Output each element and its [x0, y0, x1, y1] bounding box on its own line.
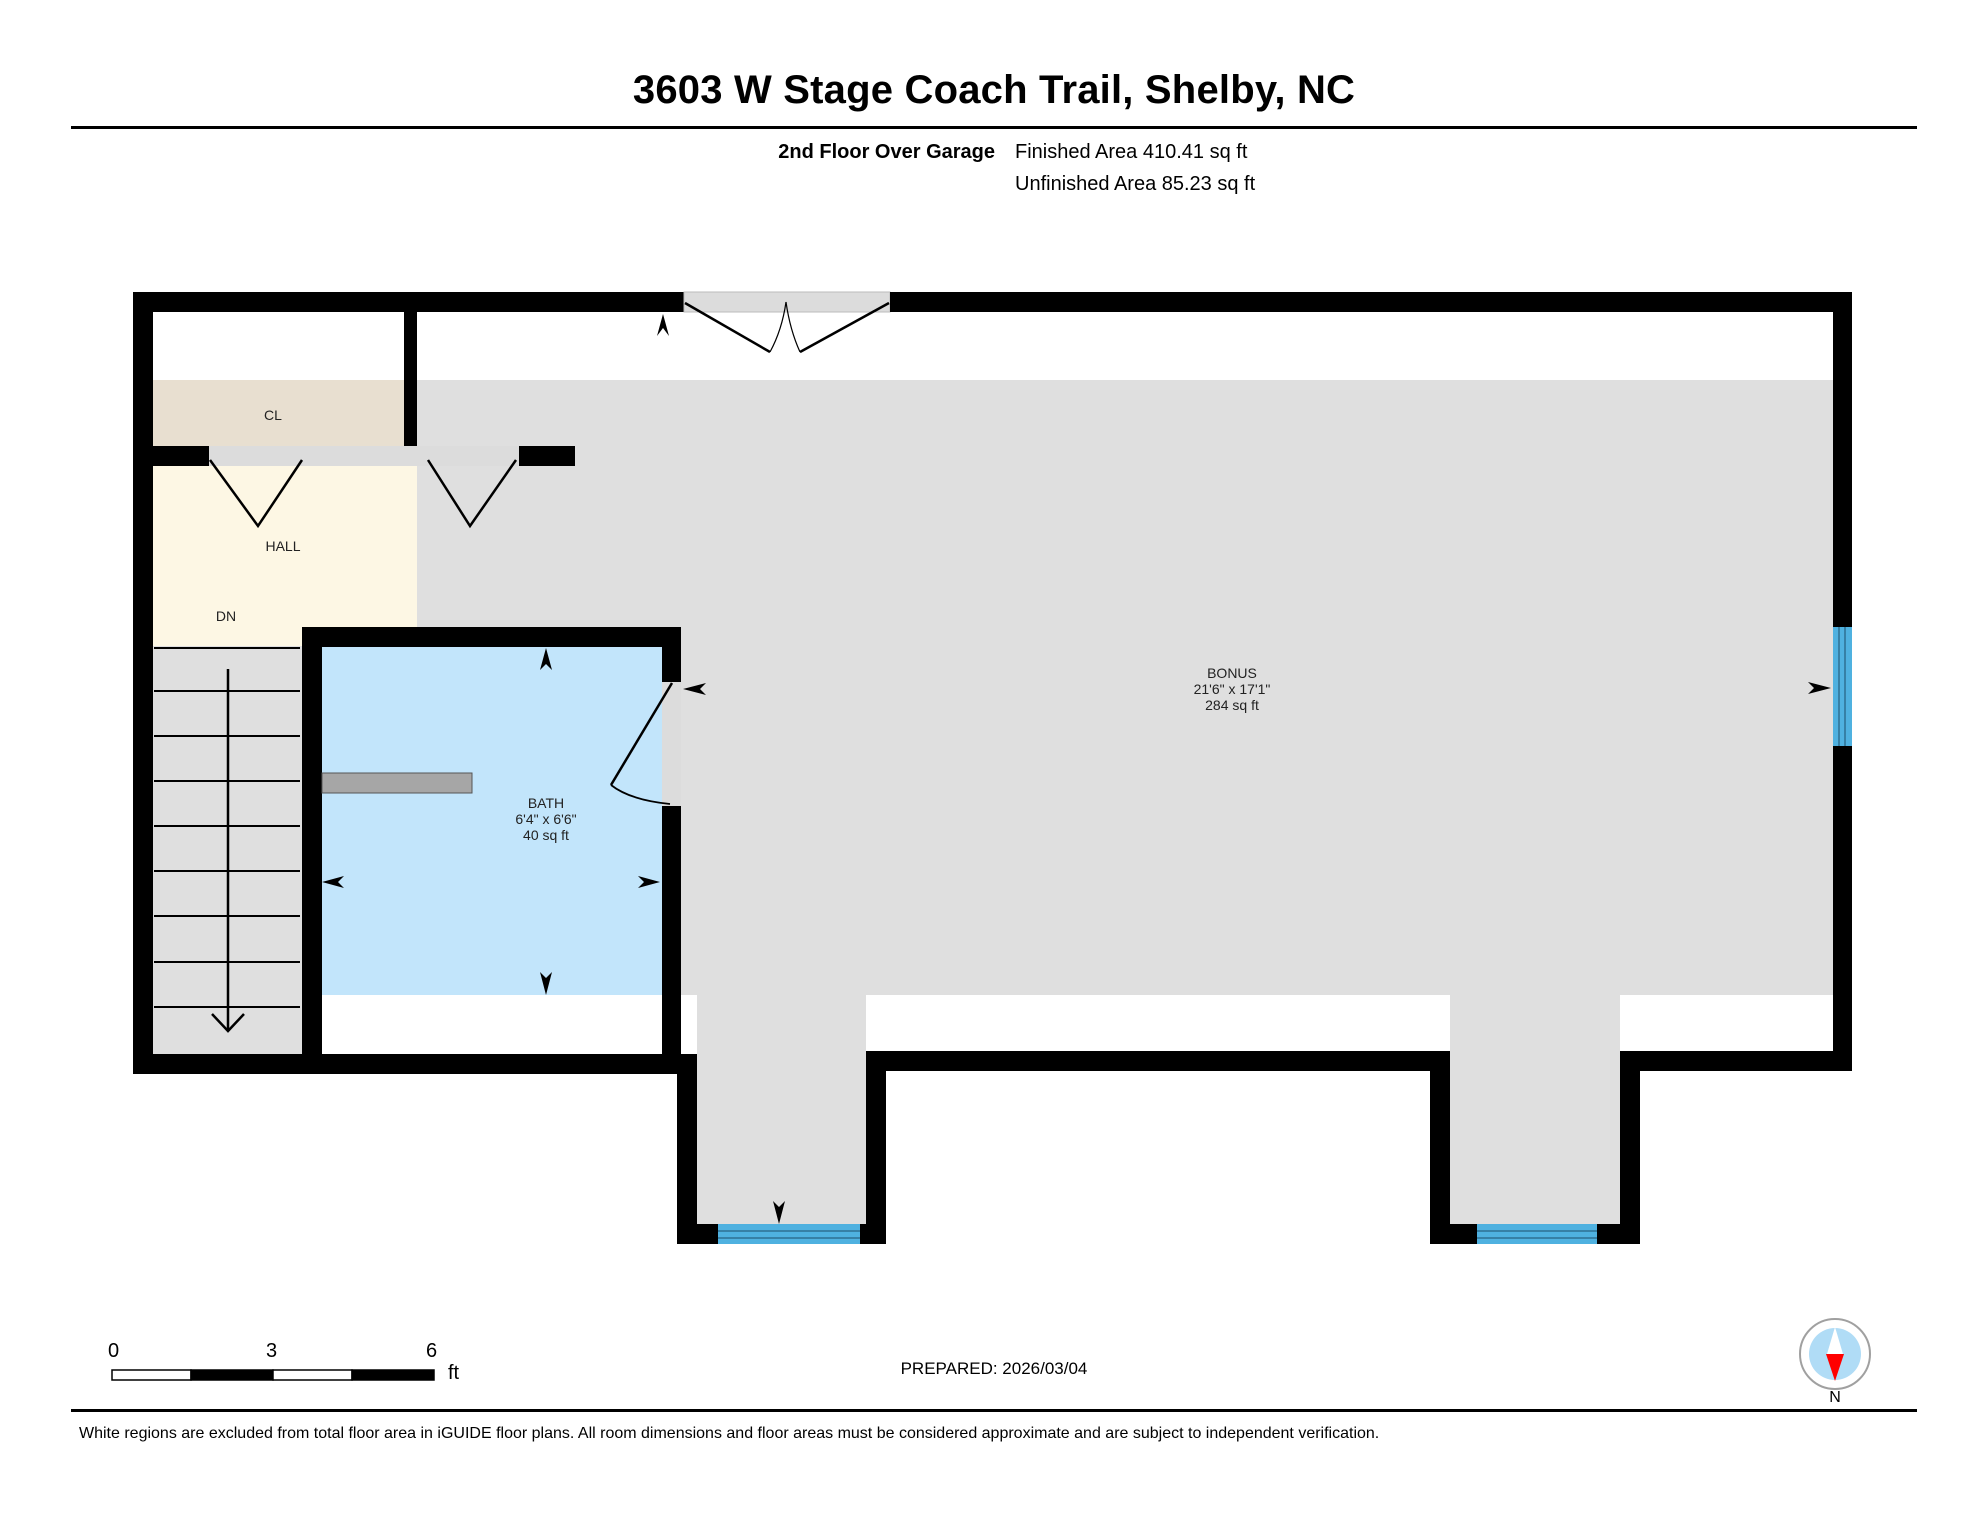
page-title: 3603 W Stage Coach Trail, Shelby, NC — [632, 68, 1356, 112]
room-bath[interactable] — [322, 647, 662, 995]
arrow-left-icon — [322, 876, 344, 888]
stair-down-arrow-icon — [211, 1013, 245, 1033]
bath-door-opening — [662, 682, 681, 806]
bath-fixture — [321, 772, 473, 794]
bonus-area: 284 sq ft — [1205, 697, 1259, 713]
bath-dimensions: 6'4" x 6'6" — [515, 811, 576, 827]
bonus-label: BONUS — [1207, 665, 1257, 681]
room-hall[interactable] — [143, 466, 417, 646]
arrow-down-icon — [540, 972, 552, 995]
room-fills — [143, 380, 1833, 1224]
door-swings — [208, 301, 890, 805]
prepared-date: PREPARED: 2026/03/04 — [0, 1359, 1988, 1379]
window-east — [1833, 627, 1852, 746]
room-hall-lower — [143, 626, 302, 646]
unfinished-area: Unfinished Area 85.23 sq ft — [1015, 173, 1256, 195]
scale-bar — [111, 1369, 435, 1381]
compass-icon — [1799, 1318, 1871, 1390]
prepared-text: PREPARED: 2026/03/04 — [900, 1359, 1088, 1378]
window-south-left — [718, 1224, 860, 1244]
stairs-label: DN — [216, 608, 236, 624]
north-label: N — [1829, 1389, 1841, 1406]
header-divider — [71, 126, 1917, 129]
scale-tick-0: 0 — [108, 1340, 120, 1362]
closet-label: CL — [264, 407, 282, 423]
arrow-left-icon — [683, 683, 706, 695]
finished-area: Finished Area 410.41 sq ft — [1015, 141, 1248, 163]
room-bonus-bay-left — [697, 995, 866, 1224]
arrow-right-icon — [1808, 682, 1831, 694]
window-south-right — [1477, 1224, 1597, 1244]
scale-unit: ft — [448, 1362, 460, 1384]
scale-tick-3: 3 — [266, 1340, 278, 1362]
floor-name: 2nd Floor Over Garage — [778, 141, 995, 163]
room-labels: CL HALL DN BATH 6'4" x 6'6" 40 sq ft BON… — [216, 407, 1271, 843]
bonus-dimensions: 21'6" x 17'1" — [1194, 681, 1271, 697]
footer-divider — [71, 1409, 1917, 1412]
measurement-arrows — [322, 314, 1831, 1224]
stair-treads — [154, 647, 300, 1033]
hall-label: HALL — [265, 538, 300, 554]
arrow-up-icon — [540, 648, 552, 670]
bath-label: BATH — [528, 795, 564, 811]
room-closet[interactable] — [143, 380, 404, 446]
disclaimer: White regions are excluded from total fl… — [79, 1425, 1380, 1442]
room-bonus-bay-right — [1450, 995, 1620, 1224]
scale-tick-6: 6 — [426, 1340, 438, 1362]
arrow-down-icon — [773, 1201, 785, 1224]
bath-area: 40 sq ft — [523, 827, 569, 843]
arrow-up-icon — [657, 314, 669, 336]
arrow-right-icon — [638, 876, 660, 888]
walls — [133, 291, 1852, 1244]
closet-door-opening — [209, 446, 519, 466]
